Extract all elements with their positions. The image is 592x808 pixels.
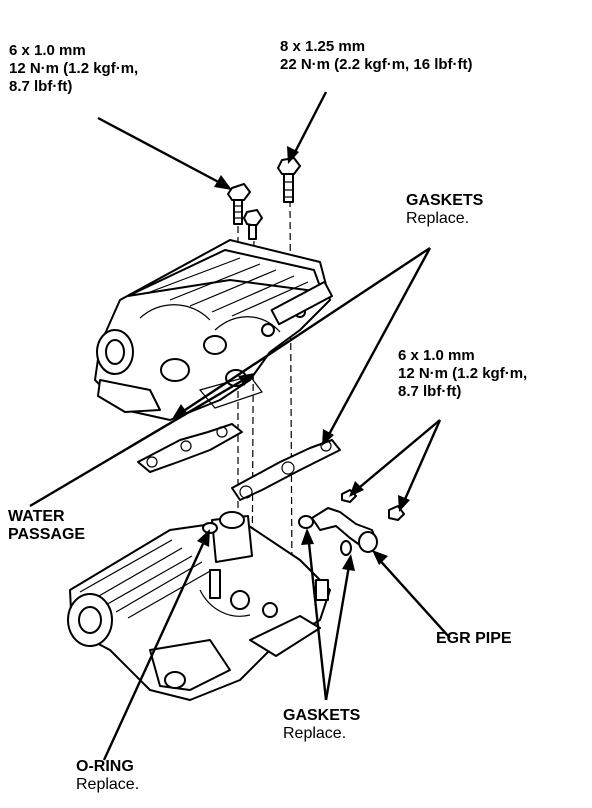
torque-spec: 22 N·m (2.2 kgf·m, 16 lbf·ft) [280,56,473,73]
torque-spec: 12 N·m (1.2 kgf·m, [398,365,528,382]
passage-label: PASSAGE [8,526,86,543]
gaskets-label: GASKETS [283,707,361,724]
bolt-size: 6 x 1.0 mm [9,42,86,59]
callout-gaskets-upper: GASKETS Replace. [406,192,483,228]
callout-bolt-top-left: 6 x 1.0 mm 12 N·m (1.2 kgf·m, 8.7 lbf·ft… [9,42,138,96]
engine-lower-intake [67,511,331,701]
bolt-size: 8 x 1.25 mm [280,38,366,55]
replace-note: Replace. [283,725,347,742]
water-label: WATER [8,508,65,525]
intake-manifold-upper [94,239,334,421]
leader-arrows [29,91,451,761]
torque-spec: 12 N·m (1.2 kgf·m, [9,60,139,77]
gaskets-label: GASKETS [406,192,484,209]
egr-pipe-label: EGR PIPE [436,630,512,647]
callout-gaskets-lower: GASKETS Replace. [283,707,360,743]
egr-pipe [298,489,405,556]
bolt-6x1-top [227,183,251,225]
callout-water-passage: WATER PASSAGE [8,508,85,544]
o-ring-label: O-RING [76,758,134,775]
callout-egr-pipe: EGR PIPE [436,630,512,648]
torque-spec-cont: 8.7 lbf·ft) [9,78,73,95]
callout-o-ring: O-RING Replace. [76,758,139,794]
replace-note: Replace. [76,776,140,793]
torque-spec-cont: 8.7 lbf·ft) [398,383,462,400]
callout-bolt-right: 6 x 1.0 mm 12 N·m (1.2 kgf·m, 8.7 lbf·ft… [398,347,527,401]
bolt-6x1-second [243,209,263,240]
callout-bolt-top-right: 8 x 1.25 mm 22 N·m (2.2 kgf·m, 16 lbf·ft… [280,38,473,74]
bolt-size: 6 x 1.0 mm [398,347,475,364]
gasket-upper [137,423,243,473]
replace-note: Replace. [406,210,470,227]
gasket-middle [231,439,341,501]
bolt-8x125-top [277,157,301,203]
